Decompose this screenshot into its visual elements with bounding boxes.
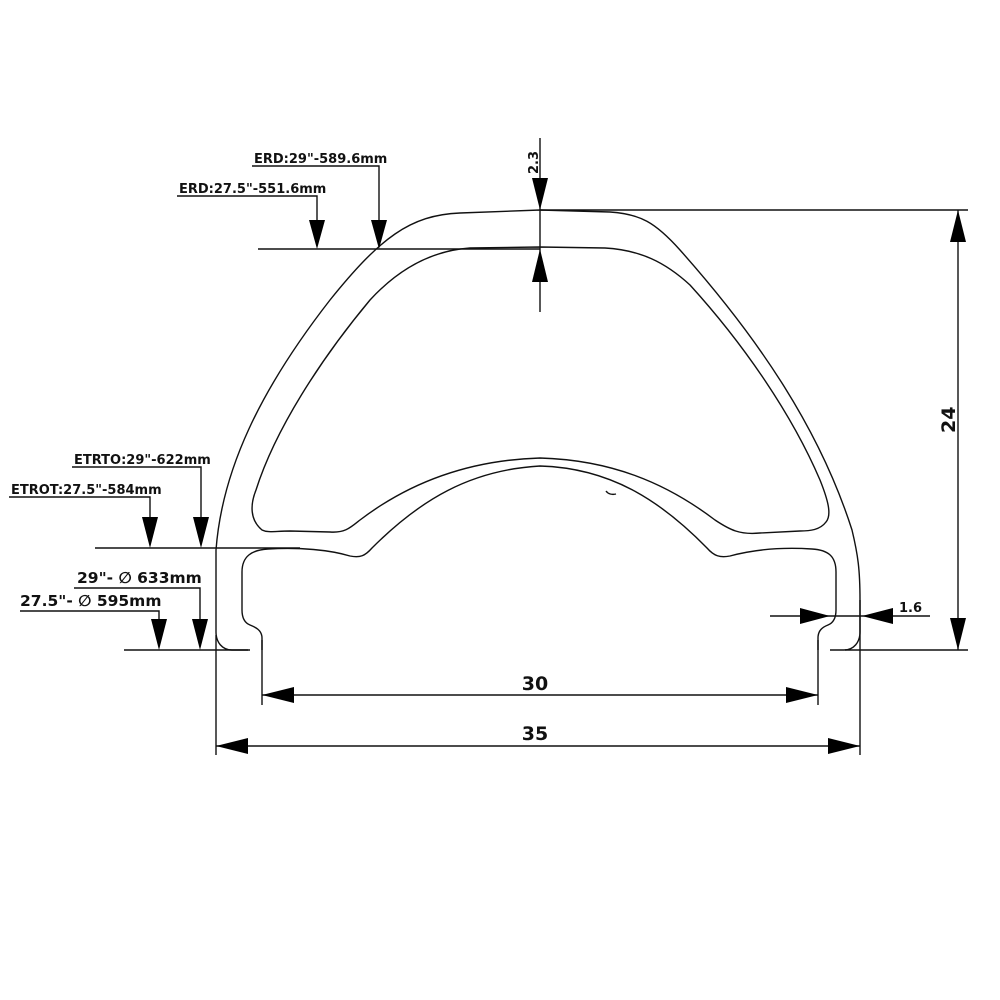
etrto-275-label: ETROT:27.5"-584mm bbox=[11, 483, 162, 498]
hook-thickness-label: 1.6 bbox=[899, 601, 922, 616]
diameter-annotations: 29"- ∅ 633mm 27.5"- ∅ 595mm bbox=[20, 569, 250, 651]
rim-left-hook bbox=[241, 465, 837, 650]
erd-annotations: ERD:29"-589.6mm ERD:27.5"-551.6mm bbox=[177, 152, 540, 250]
dimension-height: 24 bbox=[540, 209, 968, 651]
rim-inner-chamber bbox=[251, 246, 830, 535]
rim-outer-contour bbox=[215, 209, 861, 651]
dia-275-label: 27.5"- ∅ 595mm bbox=[20, 592, 161, 610]
dia-29-label: 29"- ∅ 633mm bbox=[77, 569, 202, 587]
etrto-annotations: ETRTO:29"-622mm ETROT:27.5"-584mm bbox=[9, 453, 300, 549]
erd-275-label: ERD:27.5"-551.6mm bbox=[179, 182, 326, 197]
dimension-widths: 30 35 bbox=[215, 600, 861, 755]
dimension-wall-thickness: 2.3 bbox=[527, 138, 548, 312]
outer-width-label: 35 bbox=[522, 723, 548, 745]
valve-nub bbox=[605, 490, 617, 496]
inner-width-label: 30 bbox=[522, 673, 548, 695]
dimension-hook-thickness: 1.6 bbox=[770, 601, 930, 624]
rim-profile bbox=[215, 209, 861, 651]
wall-thickness-label: 2.3 bbox=[527, 151, 542, 174]
erd-29-label: ERD:29"-589.6mm bbox=[254, 152, 387, 167]
height-label: 24 bbox=[938, 407, 960, 433]
etrto-29-label: ETRTO:29"-622mm bbox=[74, 453, 211, 468]
